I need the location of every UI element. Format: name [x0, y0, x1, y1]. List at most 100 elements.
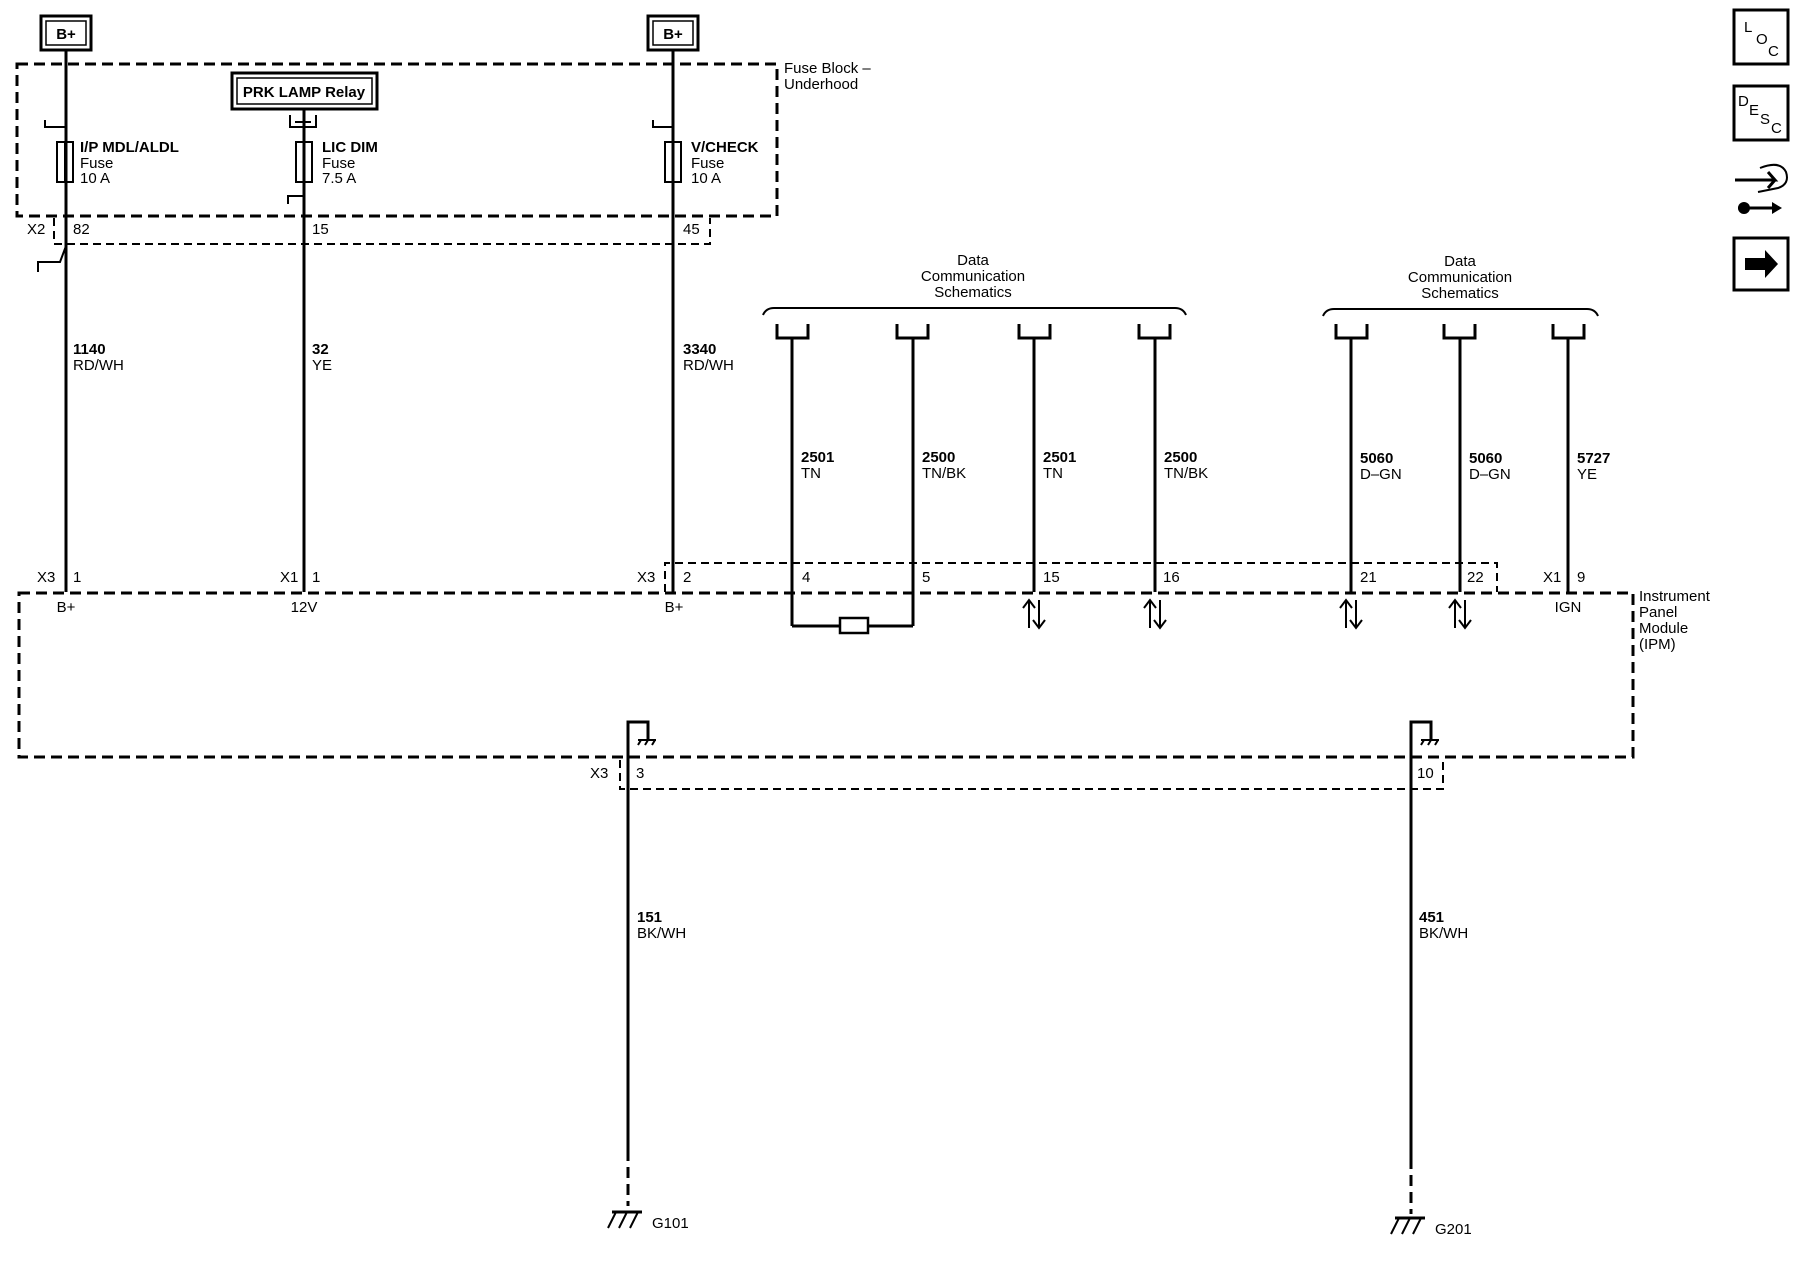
location-nav-button[interactable]: L O C — [1732, 8, 1790, 66]
loc-c: C — [1768, 43, 1779, 60]
ground-connector-strip — [619, 760, 1444, 790]
wire-10-color: YE — [1577, 466, 1597, 483]
loc-l: L — [1744, 19, 1752, 36]
ipm-label-1: Instrument — [1639, 588, 1711, 605]
wire-1-color: RD/WH — [73, 357, 124, 374]
ground-g201-label: G201 — [1435, 1221, 1472, 1238]
fuse-block-label-2: Underhood — [784, 76, 858, 93]
data-comm-1-line2: Communication — [921, 268, 1025, 285]
fuse-1-type: Fuse — [80, 155, 113, 172]
ground-g101-label: G101 — [652, 1215, 689, 1232]
wire-5-color: TN/BK — [922, 465, 966, 482]
ipm-pin-21: 21 — [1360, 569, 1377, 586]
wire-9-color: D–GN — [1469, 466, 1511, 483]
next-arrow-button[interactable] — [1732, 236, 1790, 292]
ipm-label-2: Panel — [1639, 604, 1677, 621]
terminal-ign: IGN — [1555, 599, 1582, 616]
ground-pin-10: 10 — [1417, 765, 1434, 782]
wire-11-circuit: 151 — [637, 909, 662, 926]
ipm-pin-2: 2 — [683, 569, 691, 586]
ipm-pin-5: 5 — [922, 569, 930, 586]
wire-3-color: RD/WH — [683, 357, 734, 374]
loc-o: O — [1756, 31, 1768, 48]
wire-3-circuit: 3340 — [683, 341, 716, 358]
ipm-pin-16: 16 — [1163, 569, 1180, 586]
x2-label: X2 — [27, 221, 45, 238]
ipm-boundary — [17, 591, 1635, 759]
fuse-3-name: V/CHECK — [691, 139, 759, 156]
ipm-x3-label: X3 — [37, 569, 55, 586]
connector-wrench-icon[interactable] — [1732, 158, 1790, 220]
description-nav-button[interactable]: D E S C — [1732, 84, 1790, 142]
wire-9-circuit: 5060 — [1469, 450, 1502, 467]
desc-c: C — [1771, 120, 1782, 137]
ipm-pin-4: 4 — [802, 569, 810, 586]
fuse-1-rating: 10 A — [80, 170, 110, 187]
wire-4-color: TN — [801, 465, 821, 482]
ground-connector-label: X3 — [590, 765, 608, 782]
b-plus-label-2: B+ — [663, 26, 683, 43]
chassis-ground-g101: G101 — [607, 1210, 689, 1232]
bidirectional-arrow-icon — [1339, 598, 1363, 630]
splice-mark — [37, 245, 67, 272]
data-comm-1-line3: Schematics — [934, 284, 1012, 301]
battery-source-1: B+ — [39, 14, 93, 52]
x2-pin-45: 45 — [683, 221, 700, 238]
bidirectional-arrows — [1022, 598, 1472, 630]
terminating-resistor — [792, 616, 913, 635]
wire-4-circuit: 2501 — [801, 449, 834, 466]
fuse-3-rating: 10 A — [691, 170, 721, 187]
terminal-12v: 12V — [291, 599, 318, 616]
internal-ground-1 — [626, 720, 656, 790]
wire-5-circuit: 2500 — [922, 449, 955, 466]
wire-1-circuit: 1140 — [73, 341, 106, 358]
wire-12-circuit: 451 — [1419, 909, 1444, 926]
terminal-b-plus-2: B+ — [665, 599, 684, 616]
fuse-block-boundary — [15, 62, 779, 218]
wire-10-circuit: 5727 — [1577, 450, 1610, 467]
desc-e: E — [1749, 102, 1759, 119]
data-comm-2-line1: Data — [1444, 253, 1476, 270]
battery-source-2: B+ — [646, 14, 700, 52]
b-plus-label-1: B+ — [56, 26, 76, 43]
bidirectional-arrow-icon — [1143, 598, 1167, 630]
fuse-2-type: Fuse — [322, 155, 355, 172]
fuse-1-name: I/P MDL/ALDL — [80, 139, 179, 156]
ipm-x1b-label: X1 — [1543, 569, 1561, 586]
x2-connector-outline — [53, 218, 711, 245]
ipm-pin-1b: 1 — [312, 569, 320, 586]
ipm-label-4: (IPM) — [1639, 636, 1676, 653]
wire-8-color: D–GN — [1360, 466, 1402, 483]
wire-12-color: BK/WH — [1419, 925, 1468, 942]
bidirectional-arrow-icon — [1448, 598, 1472, 630]
wire-2-circuit: 32 — [312, 341, 329, 358]
wire-6-color: TN — [1043, 465, 1063, 482]
desc-s: S — [1760, 111, 1770, 128]
ipm-pin-15: 15 — [1043, 569, 1060, 586]
ipm-x3b-label: X3 — [637, 569, 655, 586]
ground-pin-3: 3 — [636, 765, 644, 782]
fuse-2-rating: 7.5 A — [322, 170, 356, 187]
fuse-2-name: LIC DIM — [322, 139, 378, 156]
prk-lamp-relay: PRK LAMP Relay — [230, 71, 379, 111]
data-comm-2-line3: Schematics — [1421, 285, 1499, 302]
data-comm-group-2: Data Communication Schematics — [1322, 253, 1599, 317]
relay-label: PRK LAMP Relay — [243, 84, 366, 101]
wire-7-circuit: 2500 — [1164, 449, 1197, 466]
terminal-b-plus-1: B+ — [57, 599, 76, 616]
desc-d: D — [1738, 93, 1749, 110]
chassis-ground-g201: G201 — [1390, 1216, 1472, 1238]
wire-11-color: BK/WH — [637, 925, 686, 942]
x2-pin-15: 15 — [312, 221, 329, 238]
ipm-label-3: Module — [1639, 620, 1688, 637]
wire-7-color: TN/BK — [1164, 465, 1208, 482]
fuse-lic-dim: LIC DIM Fuse 7.5 A — [287, 115, 378, 204]
fuse-v-check: V/CHECK Fuse 10 A — [652, 120, 759, 187]
ipm-pin-1a: 1 — [73, 569, 81, 586]
wire-2-color: YE — [312, 357, 332, 374]
x2-pin-82: 82 — [73, 221, 90, 238]
ipm-pin-22: 22 — [1467, 569, 1484, 586]
x3-connector-strip — [664, 562, 1498, 592]
data-comm-1-line1: Data — [957, 252, 989, 269]
